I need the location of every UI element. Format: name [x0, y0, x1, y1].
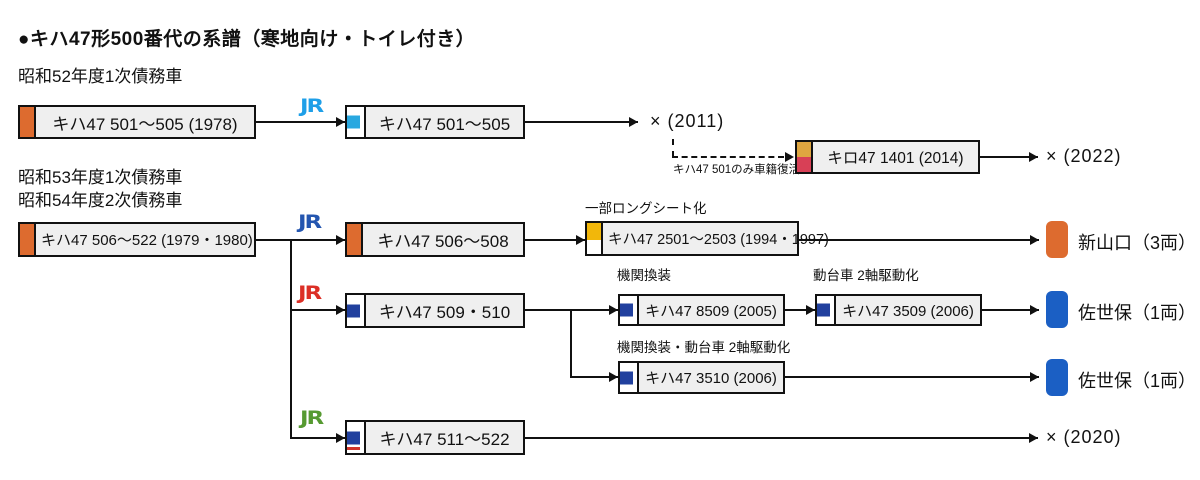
node-kiha47-8509: キハ47 8509 (2005) [618, 294, 785, 326]
arrowhead [336, 305, 345, 315]
annotation-engine-swap: 機関換装 [617, 268, 671, 283]
branch-line-vertical [570, 309, 572, 377]
arrowhead [785, 152, 794, 162]
stripe-navy-square [347, 295, 366, 326]
node-kiha47-3510: キハ47 3510 (2006) [618, 361, 785, 394]
company-color-square [347, 304, 360, 317]
arrowhead [1029, 152, 1038, 162]
stripe-orange [347, 224, 363, 255]
node-kiha47-2501-2503: キハ47 2501〜2503 (1994・1997) [585, 221, 829, 256]
arrowhead [1030, 305, 1039, 315]
node-label: キロ47 1401 (2014) [827, 150, 964, 167]
arrowhead [1030, 372, 1039, 382]
arrowhead [336, 117, 345, 127]
company-color-square [347, 115, 360, 129]
jr-east-logo: JR [300, 407, 324, 429]
connector-line [525, 121, 638, 123]
connector-line [256, 121, 345, 123]
arrowhead [609, 372, 618, 382]
era-label-s54: 昭和54年度2次債務車 [18, 191, 183, 210]
node-label: キハ47 8509 (2005) [645, 302, 777, 320]
depot-badge-orange [1046, 221, 1068, 258]
stripe-gold-crimson [797, 142, 813, 172]
stripe-navy-square [620, 296, 639, 324]
annotation-bogie-drive: 動台車 2軸駆動化 [813, 268, 919, 283]
connector-line [256, 239, 345, 241]
node-label: キハ47 501〜505 (1978) [52, 114, 238, 134]
retired-mark-2011: × (2011) [650, 111, 725, 131]
arrowhead [629, 117, 638, 127]
jr-west-logo: JR [298, 211, 322, 233]
era-label-s53: 昭和53年度1次債務車 [18, 168, 183, 187]
jr-kyushu-logo: JR [298, 282, 322, 304]
revival-note: キハ47 501のみ車籍復活 [673, 164, 801, 176]
stripe-orange [20, 107, 36, 137]
arrowhead [336, 235, 345, 245]
jr-hokkaido-logo: JR [300, 95, 324, 117]
stripe-gold-half [797, 142, 811, 157]
node-label: キハ47 3509 (2006) [842, 302, 974, 320]
branch-line-vertical [290, 239, 292, 438]
company-color-square [620, 303, 633, 317]
arrowhead [576, 235, 585, 245]
node-label: キハ47 506〜508 [377, 232, 509, 251]
stripe-yellow-half [587, 223, 601, 241]
node-label: キハ47 511〜522 [379, 430, 510, 449]
stripe-navy-square [620, 363, 639, 392]
node-kiro47-1401: キロ47 1401 (2014) [795, 140, 980, 174]
arrowhead [1030, 235, 1039, 245]
connector-line [525, 239, 585, 241]
arrowhead [336, 433, 345, 443]
node-kiha47-3509: キハ47 3509 (2006) [815, 294, 982, 326]
destination-shinyamaguchi: 新山口（3両） [1078, 233, 1197, 253]
node-kiha47-506-522: キハ47 506〜522 (1979・1980) [18, 222, 256, 257]
stripe-lightblue-square [347, 107, 366, 137]
depot-badge-blue [1046, 359, 1068, 396]
branch-line [570, 376, 618, 378]
stripe-orange [20, 224, 36, 255]
connector-line [799, 239, 1039, 241]
dashed-connector-horizontal [672, 156, 784, 158]
node-kiha47-501-505-1978: キハ47 501〜505 (1978) [18, 105, 256, 139]
node-label: キハ47 509・510 [378, 303, 511, 322]
company-color-square [620, 371, 633, 384]
destination-sasebo-2: 佐世保（1両） [1078, 371, 1197, 391]
diagram-title: ●キハ47形500番代の系譜（寒地向け・トイレ付き） [18, 29, 476, 50]
node-label: キハ47 506〜522 (1979・1980) [41, 232, 253, 249]
node-label: キハ47 3510 (2006) [645, 370, 777, 387]
stripe-crimson-half [797, 157, 811, 172]
annotation-engine-bogie: 機関換装・動台車 2軸駆動化 [617, 340, 791, 355]
stripe-navy-square-redline [347, 422, 366, 453]
node-kiha47-511-522: キハ47 511〜522 [345, 420, 525, 455]
node-label: キハ47 2501〜2503 (1994・1997) [608, 232, 829, 248]
connector-line [525, 437, 1038, 439]
era-label-s52: 昭和52年度1次債務車 [18, 67, 183, 86]
branch-line [290, 437, 345, 439]
arrowhead [806, 305, 815, 315]
stripe-navy-square [817, 296, 836, 324]
node-kiha47-506-508: キハ47 506〜508 [345, 222, 525, 257]
connector-line [980, 156, 1038, 158]
retired-mark-2020: × (2020) [1046, 427, 1122, 447]
node-label: キハ47 501〜505 [378, 114, 511, 134]
node-kiha47-509-510: キハ47 509・510 [345, 293, 525, 328]
stripe-yellow-top [587, 223, 603, 254]
connector-line [982, 309, 1039, 311]
connector-line [785, 376, 1039, 378]
branch-line [290, 309, 345, 311]
company-color-square [347, 431, 360, 444]
depot-badge-blue [1046, 291, 1068, 328]
arrowhead [609, 305, 618, 315]
node-kiha47-501-505: キハ47 501〜505 [345, 105, 525, 139]
destination-sasebo-1: 佐世保（1両） [1078, 303, 1197, 323]
retired-mark-2022: × (2022) [1046, 146, 1122, 166]
dashed-connector-vertical [672, 139, 674, 157]
annotation-longseat: 一部ロングシート化 [585, 201, 707, 216]
company-color-square [817, 303, 830, 317]
arrowhead [1029, 433, 1038, 443]
red-underline [347, 446, 360, 450]
connector-line [785, 309, 815, 311]
